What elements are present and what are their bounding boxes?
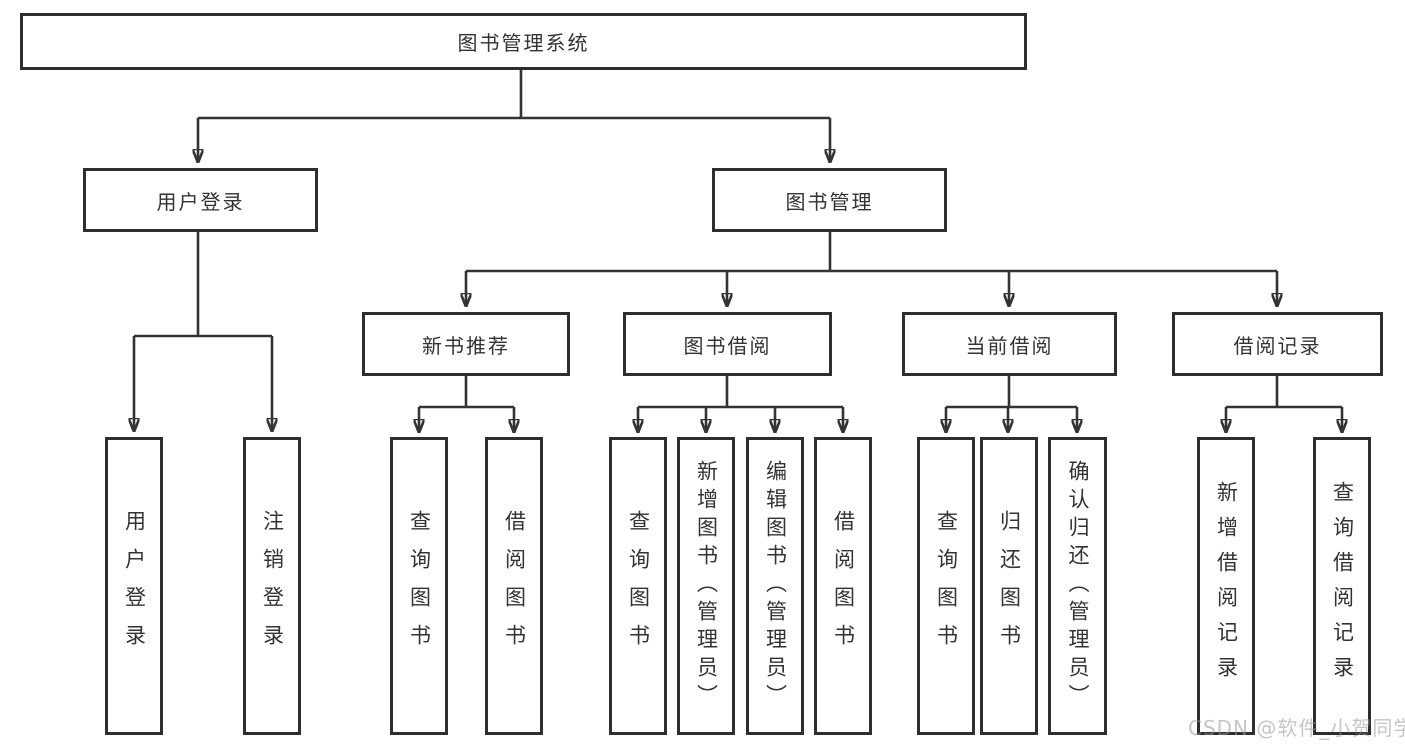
leaf-label: 借阅图书 [502,510,527,662]
leaf-query-books-borrow: 查询图书 [609,437,667,735]
leaf-label: 查询图书 [934,510,959,662]
node-user-login: 用户登录 [83,168,318,232]
leaf-query-borrow-record: 查询借阅记录 [1313,437,1371,735]
connector-book-borrow-children [638,376,843,432]
leaf-add-borrow-record: 新增借阅记录 [1197,437,1255,735]
node-current-borrow: 当前借阅 [902,312,1117,376]
leaf-confirm-return-admin: 确认归还（管理员） [1048,437,1107,735]
connector-root-to-level2 [198,70,830,162]
leaf-return-books: 归还图书 [980,437,1038,735]
connector-current-borrow-children [946,376,1077,432]
leaf-label: 用户登录 [122,510,147,662]
leaf-label: 新增图书（管理员） [694,460,719,712]
leaf-user-login: 用户登录 [105,437,163,735]
leaf-label: 归还图书 [997,510,1022,662]
connector-borrow-records-children [1226,376,1342,432]
connector-new-book-children [419,376,514,432]
leaf-label: 查询图书 [407,510,432,662]
leaf-label: 查询借阅记录 [1330,481,1355,691]
connector-book-management-to-level3 [466,232,1277,306]
leaf-query-books-current: 查询图书 [917,437,975,735]
leaf-add-books-admin: 新增图书（管理员） [677,437,735,735]
node-new-book-recommend: 新书推荐 [362,312,570,376]
leaf-label: 注销登录 [260,510,285,662]
leaf-query-books-recommend: 查询图书 [390,437,448,735]
leaf-borrow-books-recommend: 借阅图书 [485,437,543,735]
leaf-label: 编辑图书（管理员） [763,460,788,712]
leaf-label: 查询图书 [626,510,651,662]
node-root: 图书管理系统 [20,13,1027,70]
node-book-management: 图书管理 [712,168,947,232]
node-book-borrow: 图书借阅 [623,312,832,376]
connector-user-login-children [134,232,272,431]
csdn-watermark: CSDN @软件_小贺同学 [1188,716,1405,740]
leaf-label: 借阅图书 [831,510,856,662]
leaf-logout: 注销登录 [243,437,301,735]
leaf-edit-books-admin: 编辑图书（管理员） [746,437,804,735]
leaf-label: 确认归还（管理员） [1066,460,1090,712]
leaf-label: 新增借阅记录 [1214,481,1239,691]
leaf-borrow-books: 借阅图书 [814,437,872,735]
node-borrow-records: 借阅记录 [1172,312,1383,376]
